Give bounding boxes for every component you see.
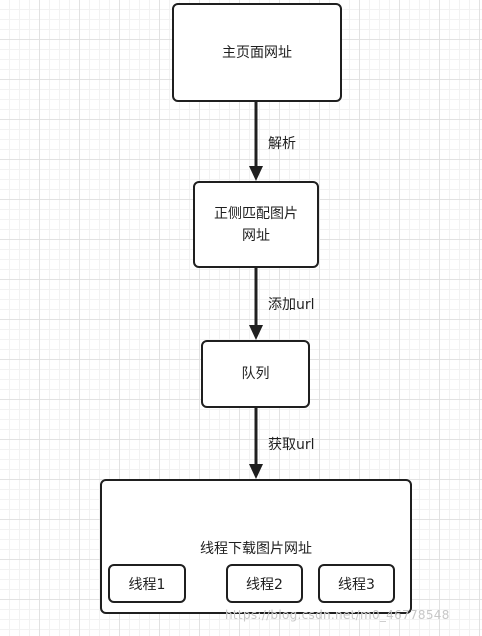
arrow-regex-to-queue xyxy=(249,268,263,340)
queue-label: 队列 xyxy=(241,366,270,382)
thread-1-node: 线程1 xyxy=(108,564,186,603)
arrow-queue-to-download xyxy=(249,408,263,479)
edge-label-get-url: 获取url xyxy=(268,437,315,453)
download-threads-label: 线程下载图片网址 xyxy=(200,541,312,557)
thread-2-label: 线程2 xyxy=(246,576,283,593)
thread-3-node: 线程3 xyxy=(318,564,395,603)
homepage-url-label: 主页面网址 xyxy=(222,44,292,61)
thread-1-label: 线程1 xyxy=(128,576,166,593)
homepage-url-node: 主页面网址 xyxy=(172,3,342,102)
thread-2-node: 线程2 xyxy=(226,564,303,603)
edge-label-add-url: 添加url xyxy=(268,297,315,313)
thread-3-label: 线程3 xyxy=(338,576,375,593)
edge-label-parse: 解析 xyxy=(268,136,296,152)
watermark: https://blog.csdn.net/m0_46778548 xyxy=(225,608,450,622)
regex-match-node: 正侧匹配图片 网址 xyxy=(193,181,319,268)
queue-node: 队列 xyxy=(201,340,310,408)
arrow-homepage-to-regex xyxy=(249,102,263,181)
regex-match-label: 正侧匹配图片 网址 xyxy=(214,205,298,244)
